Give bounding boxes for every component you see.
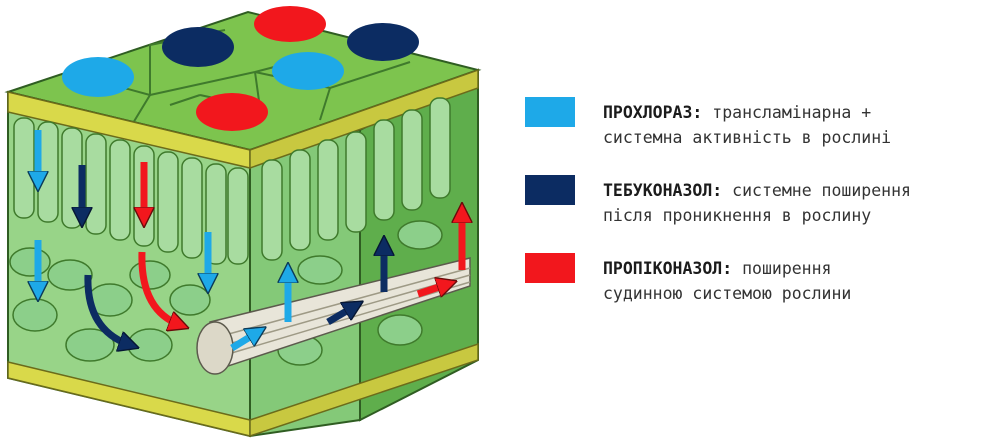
legend-line1: системне поширення [732, 181, 911, 200]
legend-name: ТЕБУКОНАЗОЛ: [603, 181, 723, 200]
propiconazole-arrows [142, 162, 462, 325]
tebuconazole-swatch [525, 175, 575, 205]
legend-name: ПРОПІКОНАЗОЛ: [603, 259, 733, 278]
legend-name: ПРОХЛОРАЗ: [603, 103, 703, 122]
legend-line1: поширення [742, 259, 832, 278]
propiconazole-arrow [416, 284, 448, 294]
propiconazole-arrow [138, 251, 180, 325]
propiconazole-dot [196, 93, 268, 131]
tebuconazole-arrow [326, 306, 355, 326]
propiconazole-swatch [525, 253, 575, 283]
prochloraz-swatch [525, 97, 575, 127]
prochloraz-dot [272, 52, 344, 90]
prochloraz-dot [62, 57, 134, 97]
legend-line1: трансламінарна + [712, 103, 872, 122]
prochloraz-arrow [230, 332, 258, 351]
legend-line2: системна активність в рослині [603, 128, 892, 147]
tebuconazole-dot [347, 23, 419, 61]
tebuconazole-dot [162, 27, 234, 67]
legend-item-tebuconazole: ТЕБУКОНАЗОЛ: системне поширення після пр… [525, 175, 995, 253]
tebuconazole-arrows [82, 165, 384, 345]
legend: ПРОХЛОРАЗ: трансламінарна + системна акт… [525, 97, 995, 331]
surface-dots [62, 6, 419, 131]
tebuconazole-arrow [84, 274, 130, 345]
palisade-cells [13, 97, 451, 265]
prochloraz-arrows [38, 130, 288, 351]
legend-line2: після проникнення в рослину [603, 206, 872, 225]
legend-line2: судинною системою рослини [603, 284, 852, 303]
propiconazole-dot [254, 6, 326, 42]
leaf-cross-section-illustration [4, 6, 482, 438]
legend-item-prochloraz: ПРОХЛОРАЗ: трансламінарна + системна акт… [525, 97, 995, 175]
legend-item-propiconazole: ПРОПІКОНАЗОЛ: поширення судинною системо… [525, 253, 995, 331]
